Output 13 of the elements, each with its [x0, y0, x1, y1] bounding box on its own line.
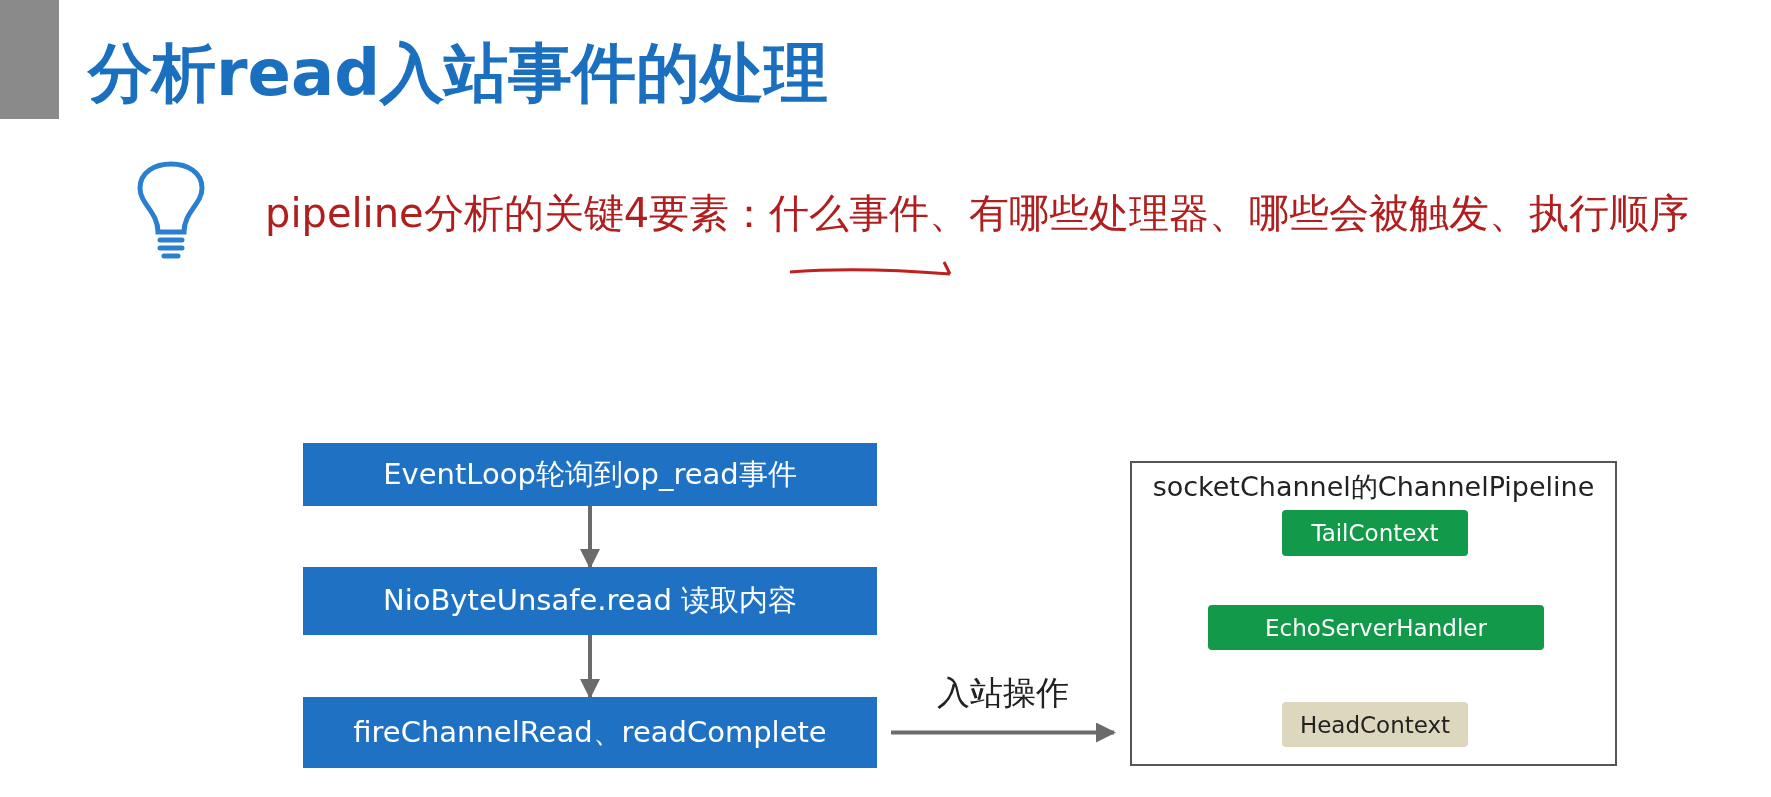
pipeline-container: [1130, 461, 1617, 766]
slide-title: 分析read入站事件的处理: [88, 35, 828, 112]
handler-box: TailContext: [1282, 510, 1468, 556]
process-box: EventLoop轮询到op_read事件: [303, 443, 877, 506]
key-points-text: pipeline分析的关键4要素：什么事件、有哪些处理器、哪些会被触发、执行顺序: [265, 189, 1690, 238]
handler-box: EchoServerHandler: [1208, 605, 1544, 650]
process-box: NioByteUnsafe.read 读取内容: [303, 567, 877, 635]
process-box: fireChannelRead、readComplete: [303, 697, 877, 768]
container-title: socketChannel的ChannelPipeline: [1151, 470, 1596, 504]
arrow: [580, 635, 600, 699]
arrow: [891, 722, 1116, 743]
handler-box: HeadContext: [1282, 702, 1468, 747]
arrow: [580, 506, 600, 569]
